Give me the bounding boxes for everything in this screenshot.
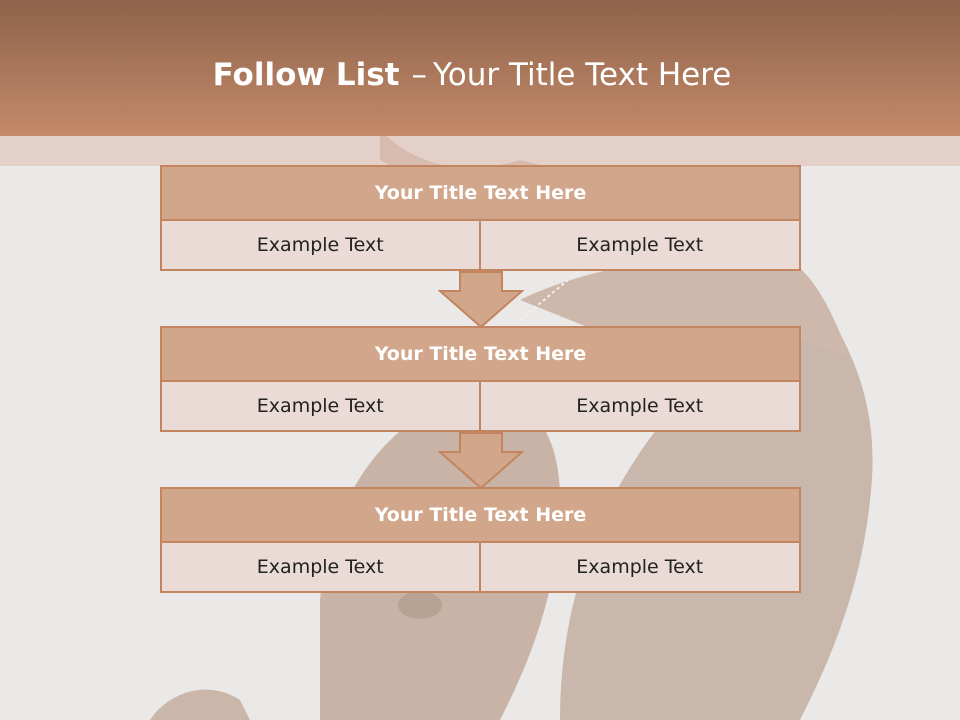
block-title: Your Title Text Here xyxy=(160,487,801,543)
block-cell-right: Example Text xyxy=(480,221,801,271)
header-bar xyxy=(0,0,960,136)
block-row: Example Text Example Text xyxy=(160,543,801,593)
title-rest: Your Title Text Here xyxy=(432,57,732,93)
list-block-1: Your Title Text Here Example Text Exampl… xyxy=(160,165,801,271)
block-cell-right: Example Text xyxy=(480,543,801,593)
title-bold: Follow List xyxy=(212,57,400,93)
list-block-2: Your Title Text Here Example Text Exampl… xyxy=(160,326,801,432)
block-row: Example Text Example Text xyxy=(160,221,801,271)
block-cell-right: Example Text xyxy=(480,382,801,432)
title-separator: – xyxy=(411,57,427,93)
block-cell-left: Example Text xyxy=(160,382,481,432)
page-title: Follow List–Your Title Text Here xyxy=(0,52,944,98)
block-title: Your Title Text Here xyxy=(160,165,801,221)
list-block-3: Your Title Text Here Example Text Exampl… xyxy=(160,487,801,593)
block-title: Your Title Text Here xyxy=(160,326,801,382)
down-arrow-icon xyxy=(438,271,524,329)
down-arrow-icon xyxy=(438,432,524,490)
header-strip xyxy=(0,136,960,166)
block-cell-left: Example Text xyxy=(160,543,481,593)
block-cell-left: Example Text xyxy=(160,221,481,271)
block-row: Example Text Example Text xyxy=(160,382,801,432)
